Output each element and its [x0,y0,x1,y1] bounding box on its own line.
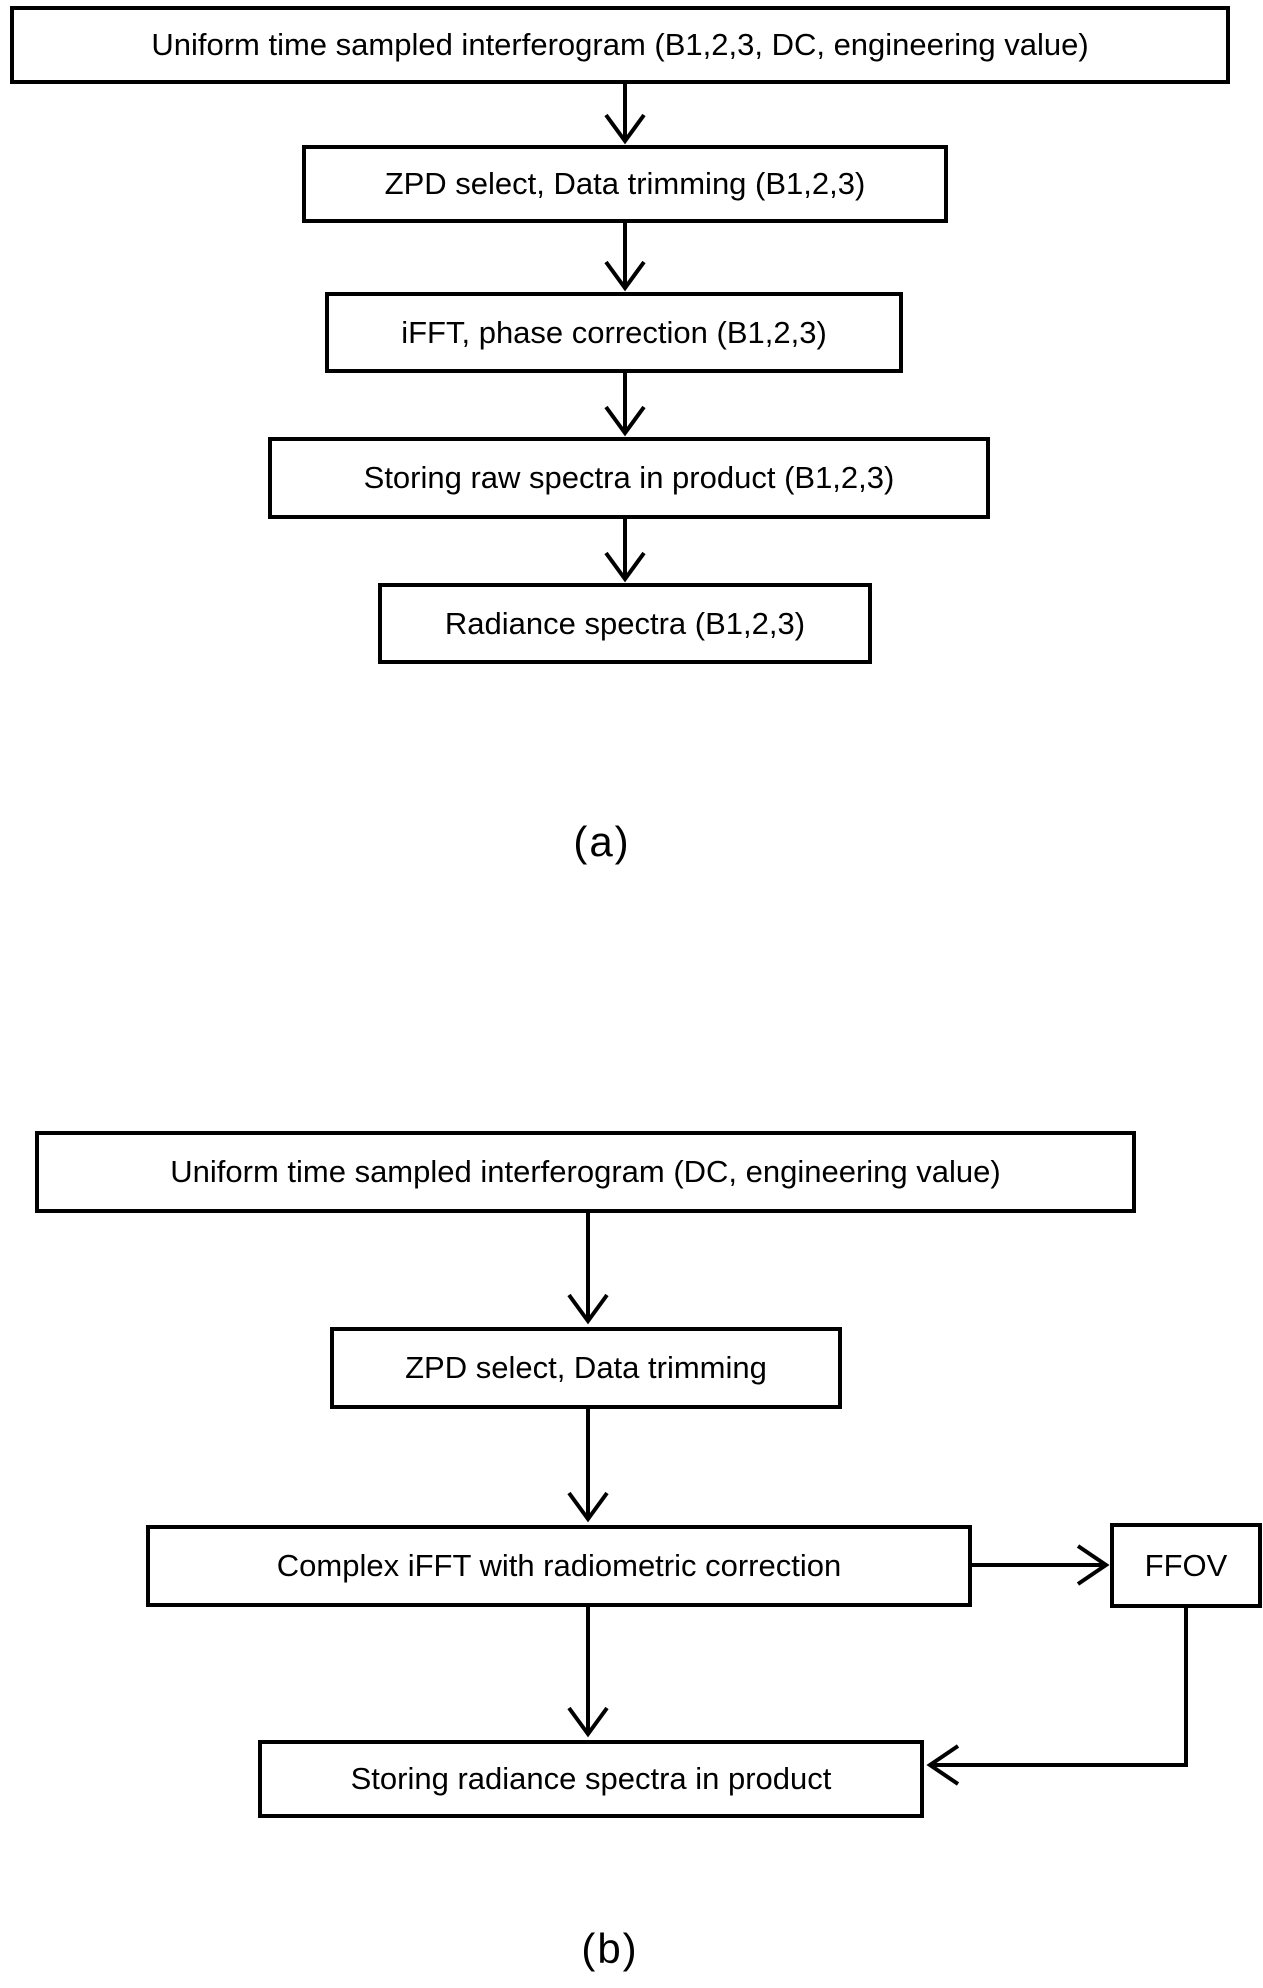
arrow-b-step1-step2 [567,1213,609,1325]
arrow-b-step3-ffov [972,1544,1110,1586]
flow-box-a-storing-raw-spectra: Storing raw spectra in product (B1,2,3) [268,437,990,519]
arrow-b-step2-step3 [567,1409,609,1523]
flow-box-b-storing-radiance-spectra: Storing radiance spectra in product [258,1740,924,1818]
flow-box-b-uniform-interferogram: Uniform time sampled interferogram (DC, … [35,1131,1136,1213]
flow-box-a-zpd-select: ZPD select, Data trimming (B1,2,3) [302,145,948,223]
arrow-a-step3-step4 [604,373,646,437]
flow-box-b-ffov: FFOV [1110,1523,1262,1608]
flow-box-b-zpd-select-label: ZPD select, Data trimming [405,1350,767,1386]
flow-box-a-ifft-phase-correction: iFFT, phase correction (B1,2,3) [325,292,903,373]
arrow-a-step1-step2 [604,84,646,145]
flow-box-a-zpd-select-label: ZPD select, Data trimming (B1,2,3) [384,166,866,202]
arrow-b-ffov-step5 [926,1607,1188,1786]
arrow-b-step3-step5 [567,1607,609,1738]
flow-box-b-ffov-label: FFOV [1144,1547,1228,1583]
arrow-a-step4-step5 [604,519,646,583]
flow-box-a-uniform-interferogram-label: Uniform time sampled interferogram (B1,2… [151,27,1089,63]
flow-box-a-radiance-spectra-label: Radiance spectra (B1,2,3) [444,605,806,641]
caption-panel-a: (a) [573,818,631,865]
caption-panel-b: (b) [581,1925,639,1972]
flow-box-a-radiance-spectra: Radiance spectra (B1,2,3) [378,583,872,664]
flow-box-b-storing-radiance-spectra-label: Storing radiance spectra in product [350,1761,832,1797]
flow-box-b-uniform-interferogram-label: Uniform time sampled interferogram (DC, … [170,1154,1001,1190]
flow-box-a-ifft-phase-correction-label: iFFT, phase correction (B1,2,3) [401,314,827,350]
flow-box-a-storing-raw-spectra-label: Storing raw spectra in product (B1,2,3) [363,460,895,496]
flow-box-b-complex-ifft-label: Complex iFFT with radiometric correction [276,1548,842,1584]
flow-box-b-zpd-select: ZPD select, Data trimming [330,1327,842,1409]
arrow-a-step2-step3 [604,223,646,292]
flow-box-b-complex-ifft: Complex iFFT with radiometric correction [146,1525,972,1607]
flow-box-a-uniform-interferogram: Uniform time sampled interferogram (B1,2… [10,6,1230,84]
